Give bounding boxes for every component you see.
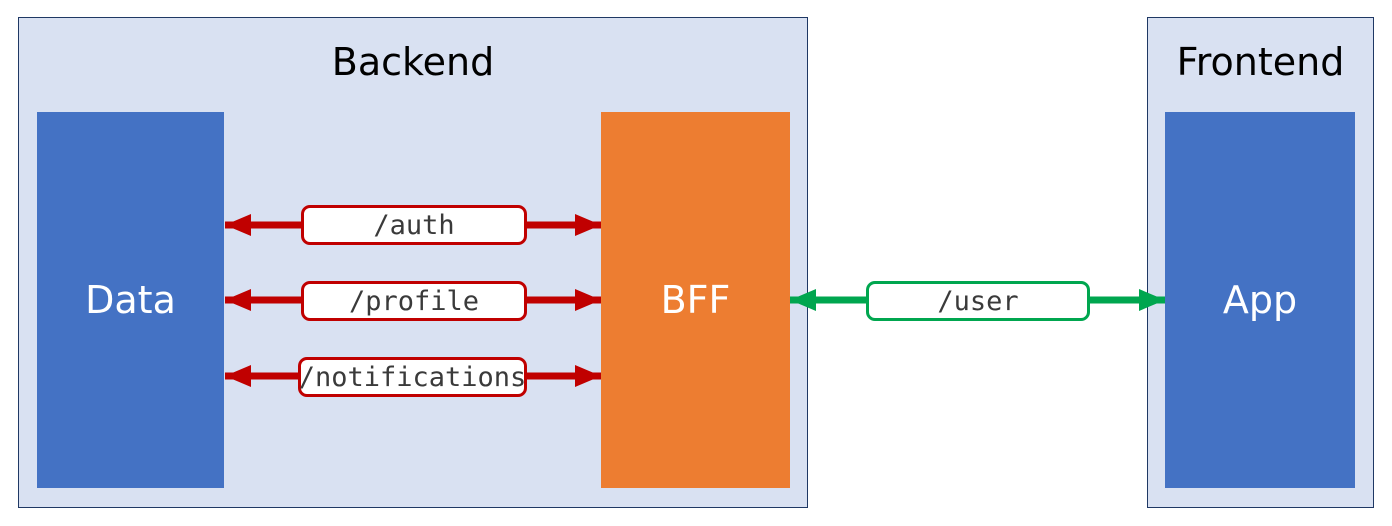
connector-profile xyxy=(225,289,601,311)
service-box-app[interactable]: App xyxy=(1165,112,1355,488)
arrow-head xyxy=(575,289,601,311)
arrow-head xyxy=(225,365,251,387)
arrow-head xyxy=(225,214,251,236)
endpoint-text-auth: /auth xyxy=(373,209,455,241)
group-title-backend: Backend xyxy=(331,40,495,84)
endpoint-text-user: /user xyxy=(937,285,1019,317)
service-label-app: App xyxy=(1222,278,1298,322)
arrow-head xyxy=(790,289,816,311)
arrow-head xyxy=(575,365,601,387)
arrow-head xyxy=(575,214,601,236)
arrow-head xyxy=(225,289,251,311)
service-label-data: Data xyxy=(85,278,176,322)
endpoint-text-profile: /profile xyxy=(348,285,480,317)
arrow-head xyxy=(1139,289,1165,311)
endpoint-text-notifications: /notifications xyxy=(298,361,527,393)
group-title-frontend: Frontend xyxy=(1176,40,1345,84)
endpoint-label-user[interactable]: /user xyxy=(866,281,1090,321)
service-label-bff: BFF xyxy=(660,278,731,322)
service-box-data[interactable]: Data xyxy=(37,112,224,488)
service-box-bff[interactable]: BFF xyxy=(601,112,790,488)
endpoint-label-auth[interactable]: /auth xyxy=(301,205,527,245)
connector-auth xyxy=(225,214,601,236)
endpoint-label-profile[interactable]: /profile xyxy=(301,281,527,321)
endpoint-label-notifications[interactable]: /notifications xyxy=(298,357,527,397)
connector-user xyxy=(790,289,1165,311)
connector-notifications xyxy=(225,365,601,387)
